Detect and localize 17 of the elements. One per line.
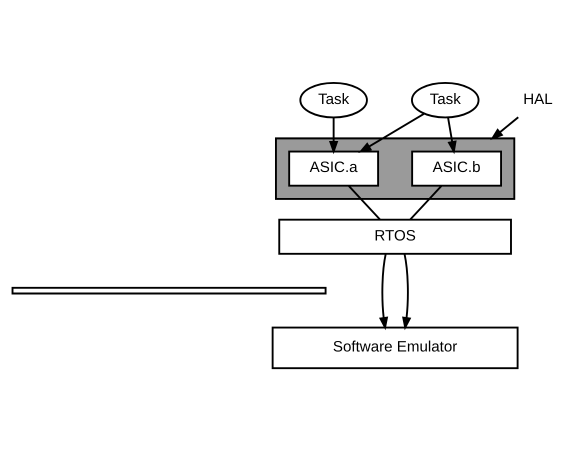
arrow [402, 254, 412, 330]
node-box: RTOS [278, 218, 512, 255]
arrow [447, 117, 457, 154]
arrow [378, 254, 388, 330]
connector [348, 185, 381, 220]
arrow [329, 118, 338, 154]
connector [409, 185, 442, 220]
node-box: ASIC.a [288, 150, 380, 187]
arrow [358, 112, 424, 153]
node-box: ASIC.b [411, 150, 502, 187]
cluster [275, 137, 516, 200]
node-box: Software Emulator [272, 326, 519, 370]
node-text: HAL [523, 90, 553, 108]
node-bar [12, 286, 327, 294]
node-ellipse: Task [411, 82, 480, 118]
arrow [490, 116, 519, 140]
node-ellipse: Task [299, 82, 368, 118]
